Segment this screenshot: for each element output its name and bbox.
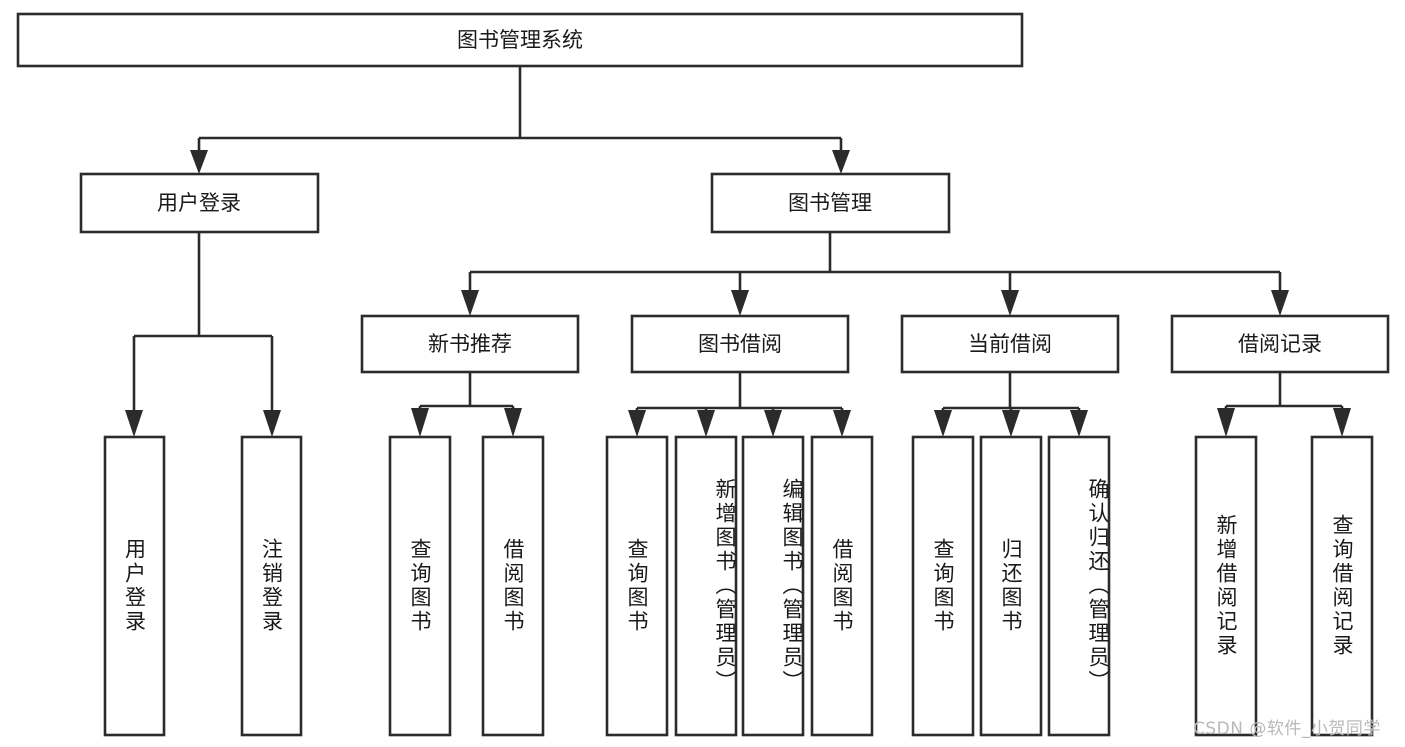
- arrow-head-cb-return-book: [1002, 410, 1020, 437]
- connector-group-book-borrow: [628, 372, 851, 437]
- csdn-watermark: CSDN @软件_小贺同学: [1193, 719, 1381, 739]
- arrow-head-bb-add-book: [697, 410, 715, 437]
- node-new-book-recommend-label: 新书推荐: [428, 332, 512, 356]
- node-book-borrow-label: 图书借阅: [698, 332, 782, 356]
- node-root[interactable]: 图书管理系统: [16, 12, 1024, 68]
- arrow-head-bb-borrow-book: [833, 410, 851, 437]
- arrow-head-user-logout: [263, 410, 281, 437]
- connector-group-book-manage: [461, 232, 1289, 316]
- node-root-box[interactable]: [16, 12, 1024, 68]
- arrow-head-book-borrow: [731, 290, 749, 316]
- arrow-head-br-add-record: [1217, 408, 1235, 437]
- node-bb-borrow-book-box[interactable]: [810, 435, 874, 737]
- node-cb-confirm-return-box[interactable]: [1047, 435, 1111, 737]
- connector-group-borrow-record: [1217, 372, 1351, 437]
- node-new-book-recommend[interactable]: 新书推荐: [360, 314, 580, 374]
- node-br-add-record-box[interactable]: [1194, 435, 1258, 737]
- node-bb-edit-book-box[interactable]: [741, 435, 805, 737]
- node-borrow-record[interactable]: 借阅记录: [1170, 314, 1390, 374]
- arrow-head-new-book-recommend: [461, 290, 479, 316]
- node-bb-query-book-box[interactable]: [605, 435, 669, 737]
- node-user-login-label: 用户登录: [157, 191, 241, 215]
- node-bb-add-book-box[interactable]: [674, 435, 738, 737]
- node-user-logout-box[interactable]: [240, 435, 303, 737]
- arrow-head-cb-confirm-return: [1070, 410, 1088, 437]
- node-cb-return-book-box[interactable]: [979, 435, 1043, 737]
- node-nbr-query-book-box[interactable]: [388, 435, 452, 737]
- connector-group-user-login: [125, 232, 281, 437]
- node-book-manage[interactable]: 图书管理: [710, 172, 951, 234]
- arrow-head-nbr-borrow-book: [504, 408, 522, 437]
- node-user-login[interactable]: 用户登录: [79, 172, 320, 234]
- connector-group-new-book-recommend: [411, 372, 522, 437]
- connector-group-root: [190, 66, 850, 174]
- node-cb-query-book-box[interactable]: [911, 435, 975, 737]
- arrow-head-br-query-record: [1333, 408, 1351, 437]
- arrow-head-book-manage: [832, 150, 850, 174]
- node-book-manage-box[interactable]: [710, 172, 951, 234]
- node-root-label: 图书管理系统: [457, 28, 583, 52]
- arrow-head-current-borrow: [1001, 290, 1019, 316]
- node-user-login-box[interactable]: [79, 172, 320, 234]
- node-new-book-recommend-box[interactable]: [360, 314, 580, 374]
- arrow-head-nbr-query-book: [411, 408, 429, 437]
- node-borrow-record-box[interactable]: [1170, 314, 1390, 374]
- node-current-borrow-box[interactable]: [900, 314, 1120, 374]
- connector-group-current-borrow: [934, 372, 1088, 437]
- arrow-head-user-login-do: [125, 410, 143, 437]
- arrow-head-bb-edit-book: [764, 410, 782, 437]
- node-book-borrow-box[interactable]: [630, 314, 850, 374]
- arrow-head-bb-query-book: [628, 410, 646, 437]
- node-borrow-record-label: 借阅记录: [1238, 332, 1322, 356]
- arrow-head-user-login: [190, 150, 208, 174]
- node-current-borrow-label: 当前借阅: [968, 332, 1052, 356]
- arrow-head-borrow-record: [1271, 290, 1289, 316]
- arrow-head-cb-query-book: [934, 410, 952, 437]
- node-br-query-record-box[interactable]: [1310, 435, 1374, 737]
- node-user-login-do-box[interactable]: [103, 435, 166, 737]
- node-book-manage-label: 图书管理: [788, 191, 872, 215]
- node-nbr-borrow-book-box[interactable]: [481, 435, 545, 737]
- node-current-borrow[interactable]: 当前借阅: [900, 314, 1120, 374]
- node-book-borrow[interactable]: 图书借阅: [630, 314, 850, 374]
